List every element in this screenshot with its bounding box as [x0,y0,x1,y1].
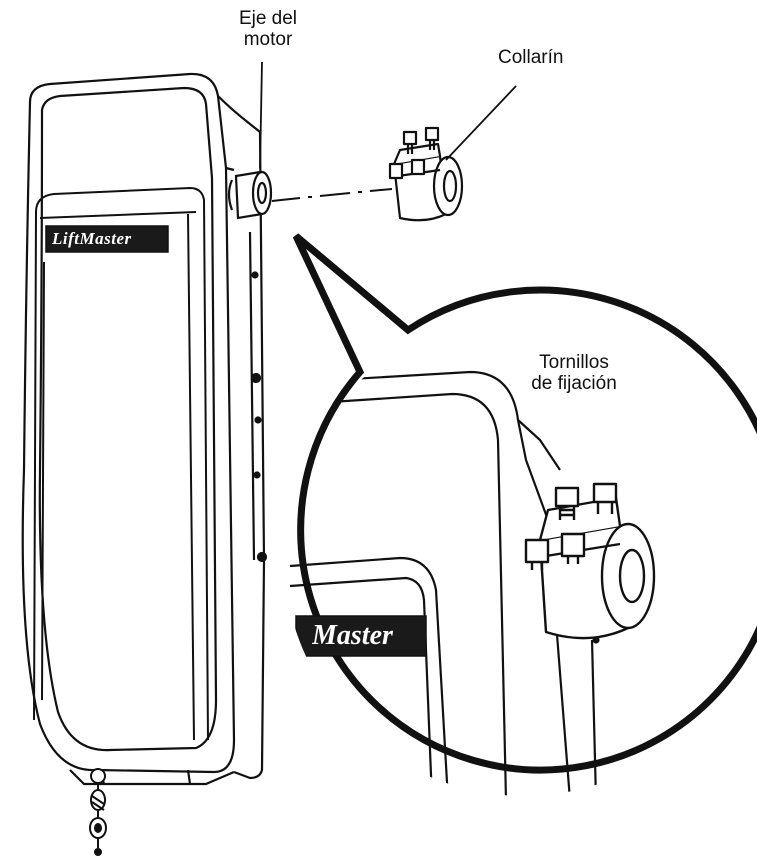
set-screws-label-line1: Tornillos [539,352,609,373]
zoom-set-screws [524,482,618,570]
front-panel [33,186,209,741]
alignment-line [271,188,393,202]
set-screws-label: Tornillos de fijación [514,352,634,394]
zoom-callout [292,233,757,774]
collar-label: Collarín [498,47,564,68]
nameplate [45,225,169,253]
operator-housing [21,72,268,786]
set-screws-label-line2: de fijación [531,373,617,394]
motor-shaft-label-line1: Eje del [238,8,298,29]
zoom-nameplate [295,615,427,657]
nameplate-brand-text: LiftMaster [52,229,132,248]
motor-shaft [227,170,273,220]
motor-shaft-label: Eje del motor [228,8,308,50]
zoom-nameplate-brand-text: Master [312,620,393,651]
zoom-detail [289,370,600,796]
zoom-collar [524,482,656,640]
motor-shaft-label-line2: motor [243,29,293,50]
collar [388,126,464,222]
release-cord [89,768,107,856]
collar-screws [388,126,440,180]
